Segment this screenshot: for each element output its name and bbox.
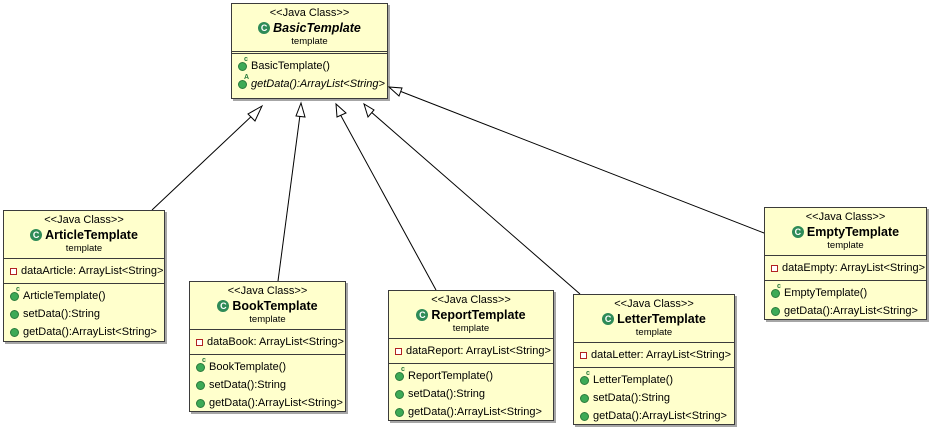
class-name: BookTemplate [232,299,318,313]
abstract-method-icon: A [238,74,249,89]
report-generalization-arrowhead [335,102,347,118]
class-header: <<Java Class>> C EmptyTemplate template [765,208,926,256]
fields-section: dataLetter: ArrayList<String> [574,343,734,367]
class-letter-template[interactable]: <<Java Class>> C LetterTemplate template… [573,294,735,425]
field-row[interactable]: dataArticle: ArrayList<String> [10,262,163,280]
private-field-icon [580,351,587,359]
class-name: EmptyTemplate [806,225,900,239]
class-name: LetterTemplate [617,312,706,326]
constructor-icon: c [196,357,206,372]
private-field-icon [771,264,778,272]
method-row[interactable]: getData():ArrayList<String> [580,407,728,425]
public-method-icon [10,327,19,337]
public-method-icon [196,398,205,408]
method-row[interactable]: getData():ArrayList<String> [10,323,158,341]
public-method-icon [196,380,205,390]
letter-generalization-arrowhead [363,102,375,119]
constructor-icon: c [580,370,590,385]
class-article-template[interactable]: <<Java Class>> C ArticleTemplate templat… [3,210,165,342]
fields-section: dataBook: ArrayList<String> [190,330,345,354]
class-icon: C [30,229,43,241]
method-row[interactable]: A getData():ArrayList<String> [238,74,385,93]
package-name: template [291,36,328,47]
class-name: ReportTemplate [431,308,526,322]
empty-generalization-arrowhead [387,86,403,97]
class-header: <<Java Class>> C BasicTemplate template [232,4,387,54]
private-field-icon [10,267,17,275]
methods-section: c BasicTemplate() A getData():ArrayList<… [232,54,387,96]
field-row[interactable]: dataReport: ArrayList<String> [395,342,551,360]
public-method-icon [580,411,589,421]
method-row[interactable]: c BasicTemplate() [238,56,381,75]
class-icon: C [217,300,230,312]
field-row[interactable]: dataBook: ArrayList<String> [196,333,344,351]
constructor-icon: c [238,56,248,71]
method-row[interactable]: setData():String [395,385,547,403]
class-name: ArticleTemplate [45,228,138,242]
fields-section: dataArticle: ArrayList<String> [4,259,164,283]
method-row[interactable]: getData():ArrayList<String> [395,403,547,421]
constructor-icon: c [10,286,20,301]
stereotype: <<Java Class>> [269,7,350,19]
class-icon: C [602,313,615,325]
method-row[interactable]: setData():String [580,389,728,407]
public-method-icon [10,309,19,319]
public-method-icon [395,389,404,399]
public-method-icon [580,393,589,403]
method-row[interactable]: getData():ArrayList<String> [771,302,920,320]
field-row[interactable]: dataLetter: ArrayList<String> [580,346,731,364]
fields-section: dataReport: ArrayList<String> [389,339,553,363]
class-header: <<Java Class>> C ArticleTemplate templat… [4,211,164,259]
private-field-icon [196,338,203,346]
article-extends-line [151,111,257,211]
abstract-class-icon: C [258,22,271,34]
fields-section: dataEmpty: ArrayList<String> [765,256,926,280]
class-empty-template[interactable]: <<Java Class>> C EmptyTemplate template … [764,207,927,320]
method-row[interactable]: setData():String [196,376,339,394]
constructor-icon: c [771,283,781,298]
private-field-icon [395,347,402,355]
constructor-icon: c [395,366,405,381]
class-basic-template[interactable]: <<Java Class>> C BasicTemplate template … [231,3,388,99]
public-method-icon [395,407,404,417]
letter-extends-line [369,110,581,295]
book-extends-line [277,114,301,282]
method-row[interactable]: getData():ArrayList<String> [196,394,343,412]
class-header: <<Java Class>> C LetterTemplate template [574,295,734,343]
book-generalization-arrowhead [295,101,306,118]
class-icon: C [416,309,429,321]
class-book-template[interactable]: <<Java Class>> C BookTemplate template d… [189,281,346,412]
public-method-icon [771,306,780,316]
method-row[interactable]: setData():String [10,305,158,323]
report-extends-line [339,113,437,291]
class-icon: C [791,226,804,238]
empty-extends-line [396,89,765,234]
class-name: BasicTemplate [273,21,361,35]
class-header: <<Java Class>> C ReportTemplate template [389,291,553,339]
class-report-template[interactable]: <<Java Class>> C ReportTemplate template… [388,290,554,421]
article-generalization-arrowhead [247,104,264,122]
field-row[interactable]: dataEmpty: ArrayList<String> [771,259,925,277]
class-header: <<Java Class>> C BookTemplate template [190,282,345,330]
